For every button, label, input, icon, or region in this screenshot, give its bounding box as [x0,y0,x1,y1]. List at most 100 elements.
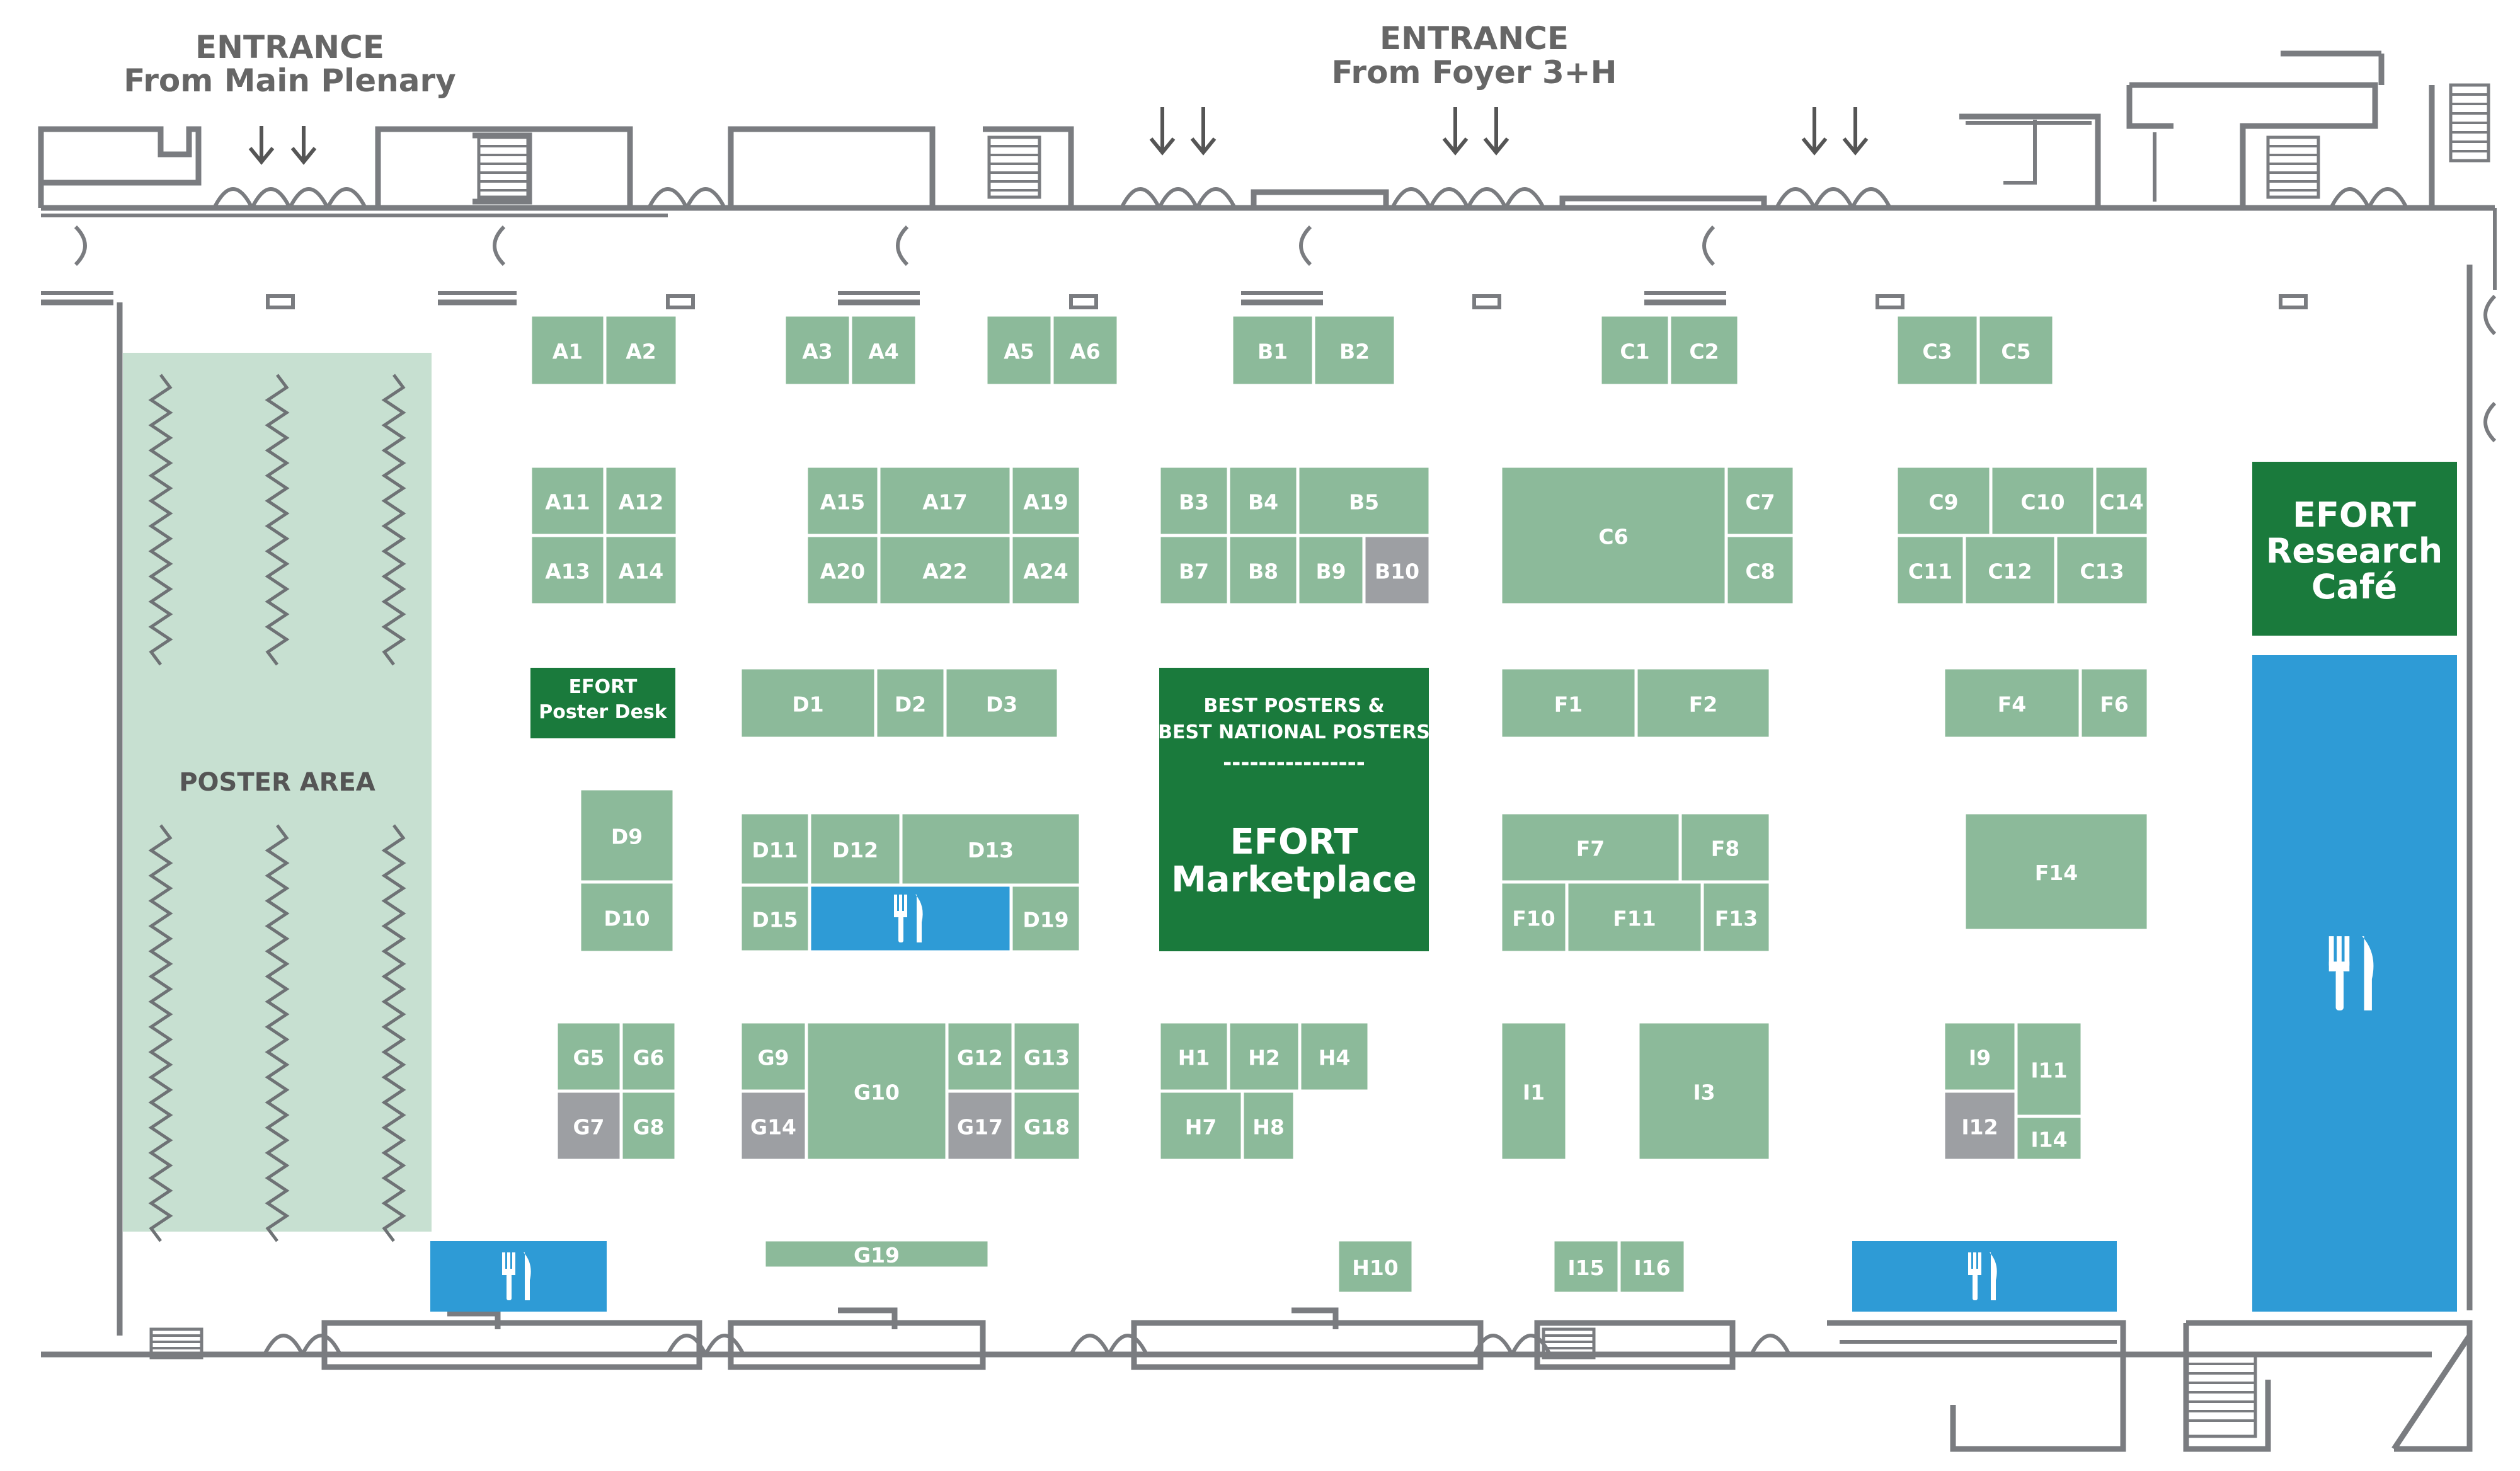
booth-a14[interactable]: A14 [603,534,679,607]
booth-b4[interactable]: B4 [1227,464,1300,537]
booth-c9[interactable]: C9 [1894,464,1993,537]
entrance-main-plenary[interactable]: ENTRANCE From Main Plenary [123,29,455,99]
booth-b2[interactable]: B2 [1312,313,1397,387]
booth-g12[interactable]: G12 [945,1020,1015,1093]
booth-f14[interactable]: F14 [1962,811,2150,932]
booth-g5[interactable]: G5 [554,1020,623,1093]
booth-g8[interactable]: G8 [619,1089,678,1162]
booth-a17[interactable]: A17 [877,464,1013,537]
booth-label: D11 [752,838,798,862]
booth-i3[interactable]: I3 [1636,1020,1772,1162]
efort-research-cafe[interactable]: EFORT Research Café [2252,462,2457,636]
booth-h7[interactable]: H7 [1157,1089,1244,1162]
booth-i14[interactable]: I14 [2014,1114,2084,1162]
booth-b8[interactable]: B8 [1227,534,1300,607]
booth-g7[interactable]: G7 [554,1089,623,1162]
booth-a5[interactable]: A5 [984,313,1054,387]
booth-d10[interactable]: D10 [578,880,676,954]
booth-h4[interactable]: H4 [1298,1020,1371,1093]
booth-a2[interactable]: A2 [603,313,679,387]
booth-a22[interactable]: A22 [877,534,1013,607]
booth-a20[interactable]: A20 [805,534,881,607]
efort-marketplace[interactable]: BEST POSTERS & BEST NATIONAL POSTERS ---… [1158,668,1430,951]
booth-c6[interactable]: C6 [1499,464,1728,607]
booth-h10[interactable]: H10 [1336,1238,1415,1295]
booth-f11[interactable]: F11 [1565,880,1704,954]
booth-i12[interactable]: I12 [1942,1089,2018,1162]
booth-d11[interactable]: D11 [738,811,811,887]
booth-c11[interactable]: C11 [1894,534,1966,607]
booth-f4[interactable]: F4 [1942,666,2082,740]
booth-b10[interactable]: B10 [1362,534,1432,607]
booth-h2[interactable]: H2 [1227,1020,1302,1093]
booth-f13[interactable]: F13 [1700,880,1772,954]
booth-i9[interactable]: I9 [1942,1020,2018,1093]
booth-d13[interactable]: D13 [899,811,1082,887]
booth-d1[interactable]: D1 [738,666,878,740]
booth-a24[interactable]: A24 [1009,534,1082,607]
booth-d19[interactable]: D19 [1009,883,1082,954]
booth-g13[interactable]: G13 [1011,1020,1082,1093]
booth-shape [1636,1020,1772,1162]
booth-h8[interactable]: H8 [1240,1089,1297,1162]
booth-c1[interactable]: C1 [1598,313,1671,387]
entrance-foyer[interactable]: ENTRANCE From Foyer 3+H [1331,20,1617,91]
booth-i15[interactable]: I15 [1551,1238,1621,1295]
booth-c13[interactable]: C13 [2054,534,2150,607]
booth-g18[interactable]: G18 [1011,1089,1082,1162]
booth-d12[interactable]: D12 [808,811,903,887]
catering-area-research-cafe[interactable] [2252,655,2457,1312]
booth-b5[interactable]: B5 [1296,464,1432,537]
booth-b9[interactable]: B9 [1296,534,1366,607]
booth-c7[interactable]: C7 [1724,464,1796,537]
booth-b1[interactable]: B1 [1230,313,1315,387]
booth-i1[interactable]: I1 [1499,1020,1569,1162]
booth-d9[interactable]: D9 [578,787,676,884]
booth-g17[interactable]: G17 [945,1089,1015,1162]
efort-poster-desk[interactable]: EFORT Poster Desk [530,668,675,738]
booth-h1[interactable]: H1 [1157,1020,1230,1093]
booth-a19[interactable]: A19 [1009,464,1082,537]
booth-f2[interactable]: F2 [1634,666,1772,740]
booth-a6[interactable]: A6 [1050,313,1120,387]
booth-i11[interactable]: I11 [2014,1020,2084,1118]
booth-f8[interactable]: F8 [1678,811,1772,884]
booth-a1[interactable]: A1 [529,313,607,387]
booth-a13[interactable]: A13 [529,534,607,607]
booth-g9[interactable]: G9 [738,1020,808,1093]
booth-a3[interactable]: A3 [782,313,852,387]
catering-area-right[interactable] [1852,1241,2117,1312]
booth-c3[interactable]: C3 [1894,313,1980,387]
booth-a11[interactable]: A11 [529,464,607,537]
booth-f10[interactable]: F10 [1499,880,1569,954]
booth-shape [1724,534,1796,607]
catering-area-center[interactable] [808,883,1013,954]
booth-f7[interactable]: F7 [1499,811,1682,884]
booth-c12[interactable]: C12 [1962,534,2058,607]
marketplace-line2: BEST NATIONAL POSTERS [1158,721,1430,743]
booth-a15[interactable]: A15 [805,464,881,537]
booth-c5[interactable]: C5 [1976,313,2056,387]
booth-a12[interactable]: A12 [603,464,679,537]
booth-b7[interactable]: B7 [1157,534,1230,607]
booth-c2[interactable]: C2 [1668,313,1741,387]
booth-d2[interactable]: D2 [874,666,947,740]
booth-g10[interactable]: G10 [805,1020,949,1162]
booth-d15[interactable]: D15 [738,883,811,954]
booth-c8[interactable]: C8 [1724,534,1796,607]
booth-g6[interactable]: G6 [619,1020,678,1093]
booth-b3[interactable]: B3 [1157,464,1230,537]
booth-f6[interactable]: F6 [2078,666,2150,740]
booth-c10[interactable]: C10 [1989,464,2097,537]
catering-area-left[interactable] [430,1241,607,1312]
poster-area[interactable]: POSTER AREA [123,353,432,1242]
booth-g14[interactable]: G14 [738,1089,808,1162]
booth-shape [1499,811,1682,884]
booth-f1[interactable]: F1 [1499,666,1638,740]
booth-i16[interactable]: I16 [1617,1238,1687,1295]
booth-a4[interactable]: A4 [849,313,919,387]
booth-d3[interactable]: D3 [943,666,1060,740]
booth-g19[interactable]: G19 [762,1238,991,1270]
booth-c14[interactable]: C14 [2093,464,2150,537]
booth-shape [1157,1020,1230,1093]
